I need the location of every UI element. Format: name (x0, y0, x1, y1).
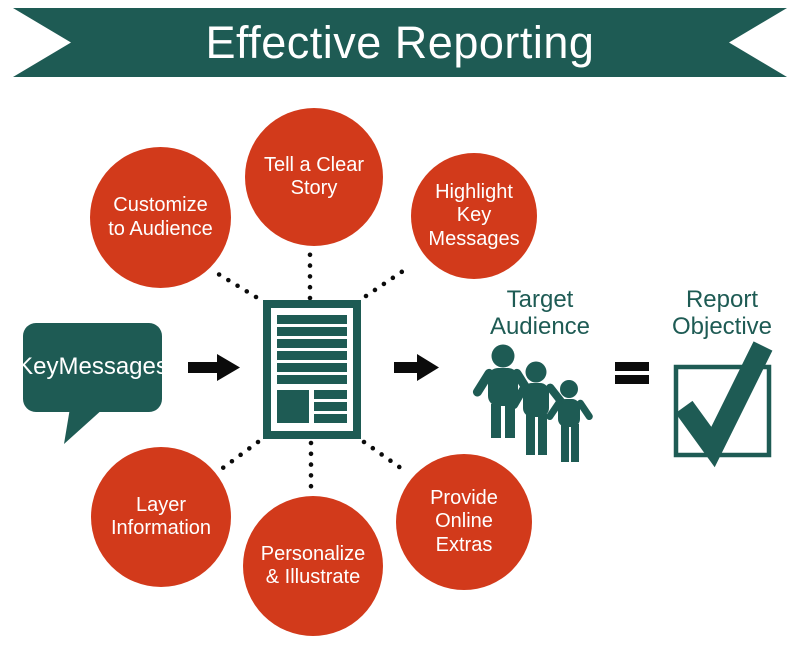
report-document-icon (263, 300, 361, 439)
dotted-line (212, 269, 259, 300)
factor-label: Personalize& Illustrate (260, 542, 366, 588)
ribbon-banner-icon (13, 8, 787, 77)
equals-sign-icon (615, 362, 649, 384)
audience-people-icon (472, 344, 593, 462)
dotted-connector-lines (212, 248, 408, 494)
dotted-line (213, 439, 261, 476)
factor-circle-personalize-illustrate: Personalize& Illustrate (243, 496, 383, 636)
dotted-line (363, 268, 406, 299)
right-arrow-icon (394, 354, 439, 381)
speech-bubble-icon (23, 323, 162, 444)
checked-checkbox-icon (673, 341, 773, 468)
right-arrow-icon (188, 354, 240, 381)
dotted-line (361, 439, 408, 474)
banner-title: Effective Reporting (205, 16, 595, 68)
